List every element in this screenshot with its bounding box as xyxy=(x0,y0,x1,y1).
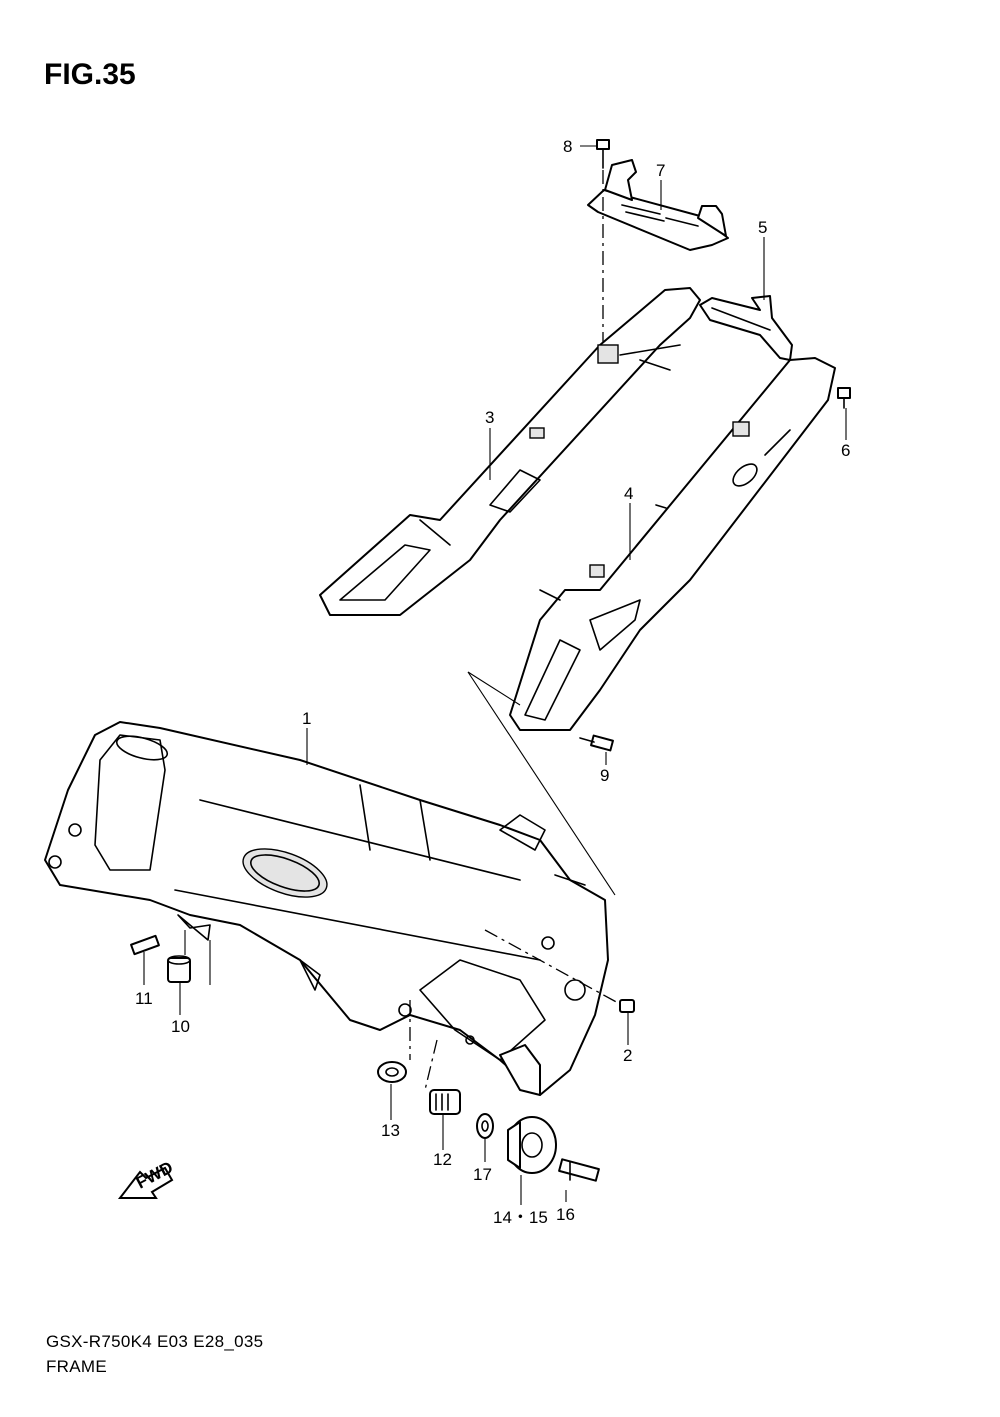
callout-9[interactable]: 9 xyxy=(600,766,609,785)
part-2-plug[interactable] xyxy=(619,999,635,1013)
part-1-main-frame[interactable] xyxy=(44,721,609,1096)
part-14-15-bushing[interactable] xyxy=(507,1116,557,1174)
part-9-bolt[interactable] xyxy=(579,734,614,752)
part-4-right-seat-rail[interactable] xyxy=(509,357,836,731)
model-code: GSX-R750K4 E03 E28_035 xyxy=(46,1332,264,1351)
figure-title: FIG.35 xyxy=(44,58,136,91)
forward-direction-icon: FWD xyxy=(117,1158,176,1199)
callout-5[interactable]: 5 xyxy=(758,218,767,237)
callout-1[interactable]: 1 xyxy=(302,709,311,728)
part-17-washer[interactable] xyxy=(476,1113,494,1139)
callout-6[interactable]: 6 xyxy=(841,441,850,460)
part-12-adjuster-bolt[interactable] xyxy=(429,1089,461,1115)
callout-8[interactable]: 8 xyxy=(563,137,572,156)
part-3-left-seat-rail[interactable] xyxy=(319,287,701,616)
callout-3[interactable]: 3 xyxy=(485,408,494,427)
callout-11[interactable]: 11 xyxy=(135,989,153,1008)
callout-14-15[interactable]: 14・15 xyxy=(493,1208,548,1227)
part-11-bolt[interactable] xyxy=(130,934,160,956)
callout-leaders xyxy=(143,145,847,1205)
callout-16[interactable]: 16 xyxy=(556,1205,575,1224)
part-7-bracket[interactable] xyxy=(587,159,729,251)
part-16-bolt[interactable] xyxy=(558,1158,600,1182)
callout-2[interactable]: 2 xyxy=(623,1046,632,1065)
callout-labels: 8 7 5 6 3 4 1 9 2 11 10 13 12 17 14・15 1… xyxy=(135,137,850,1227)
callout-12[interactable]: 12 xyxy=(433,1150,452,1169)
callout-7[interactable]: 7 xyxy=(656,161,665,180)
callout-13[interactable]: 13 xyxy=(381,1121,400,1140)
part-10-collar[interactable] xyxy=(167,955,191,983)
part-5-cross-bracket[interactable] xyxy=(699,295,793,361)
part-6-bolt[interactable] xyxy=(837,387,851,409)
callout-10[interactable]: 10 xyxy=(171,1017,190,1036)
callout-4[interactable]: 4 xyxy=(624,484,633,503)
callout-17[interactable]: 17 xyxy=(473,1165,492,1184)
part-13-nut[interactable] xyxy=(377,1061,407,1083)
section-name: FRAME xyxy=(46,1357,107,1376)
part-8-bolt[interactable] xyxy=(596,139,610,169)
